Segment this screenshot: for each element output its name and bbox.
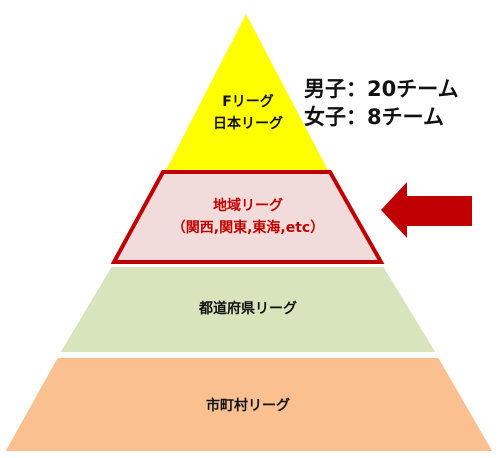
- tier-regional-label-2: （関西,関東,東海,etc）: [172, 219, 324, 236]
- tier-regional-shape: [110, 170, 385, 264]
- tier-prefectural-shape: [57, 265, 439, 354]
- tier-top-label-2: 日本リーグ: [213, 115, 283, 132]
- note-men-teams: 男子：20チーム: [304, 77, 459, 101]
- tier-municipal-shape: [2, 356, 496, 453]
- tier-top-label-1: Fリーグ: [222, 93, 274, 110]
- pointer-arrow-icon: [381, 182, 472, 238]
- tier-regional-label-1: 地域リーグ: [213, 197, 283, 214]
- note-women-teams: 女子：8チーム: [304, 105, 444, 129]
- tier-municipal-label: 市町村リーグ: [206, 397, 290, 414]
- tier-prefectural-label: 都道府県リーグ: [198, 300, 297, 317]
